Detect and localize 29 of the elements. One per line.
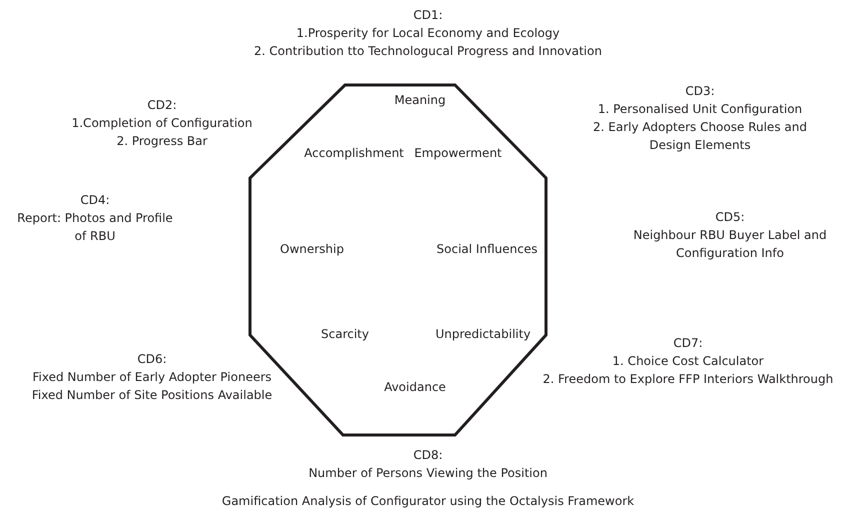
core-drive-label: Scarcity — [320, 326, 370, 343]
core-drive-label: Meaning — [393, 92, 447, 109]
note-text: 2. Contribution tto Technologucal Progress and Innovation — [253, 43, 603, 60]
core-drive-label: Avoidance — [383, 379, 447, 396]
core-drive-label: Social Influences — [436, 241, 538, 258]
core-drive-label: Ownership — [279, 241, 345, 258]
section-heading: CD5: — [714, 209, 746, 226]
note-text: 2. Progress Bar — [116, 133, 208, 150]
note-text: Neighbour RBU Buyer Label and Configuration Info — [632, 227, 828, 262]
section-heading: CD7: — [672, 335, 704, 352]
section-heading: CD4: — [79, 192, 111, 209]
note-text: 1. Personalised Unit Configuration — [596, 101, 804, 118]
note-text: Report: Photos and Profile of RBU — [16, 210, 174, 245]
note-text: 1.Completion of Configuration — [70, 115, 254, 132]
section-heading: CD1: — [412, 7, 444, 24]
note-text: 2. Early Adopters Choose Rules and Design Elements — [592, 119, 808, 154]
caption: Gamification Analysis of Configurator using the Octalysis Framework — [220, 493, 636, 510]
note-text: 1.Prosperity for Local Economy and Ecology — [295, 25, 561, 42]
section-heading: CD2: — [146, 97, 178, 114]
core-drive-label: Accomplishment — [303, 145, 405, 162]
section-heading: CD6: — [136, 351, 168, 368]
note-text: Fixed Number of Site Positions Available — [30, 387, 274, 404]
note-text: 1. Choice Cost Calculator — [611, 353, 765, 370]
note-text: Number of Persons Viewing the Position — [308, 465, 548, 482]
note-text: Fixed Number of Early Adopter Pioneers — [31, 369, 273, 386]
note-text: 2. Freedom to Explore FFP Interiors Walkthrough — [542, 371, 834, 388]
section-heading: CD3: — [684, 83, 716, 100]
section-heading: CD8: — [412, 447, 444, 464]
core-drive-label: Unpredictability — [434, 326, 532, 343]
